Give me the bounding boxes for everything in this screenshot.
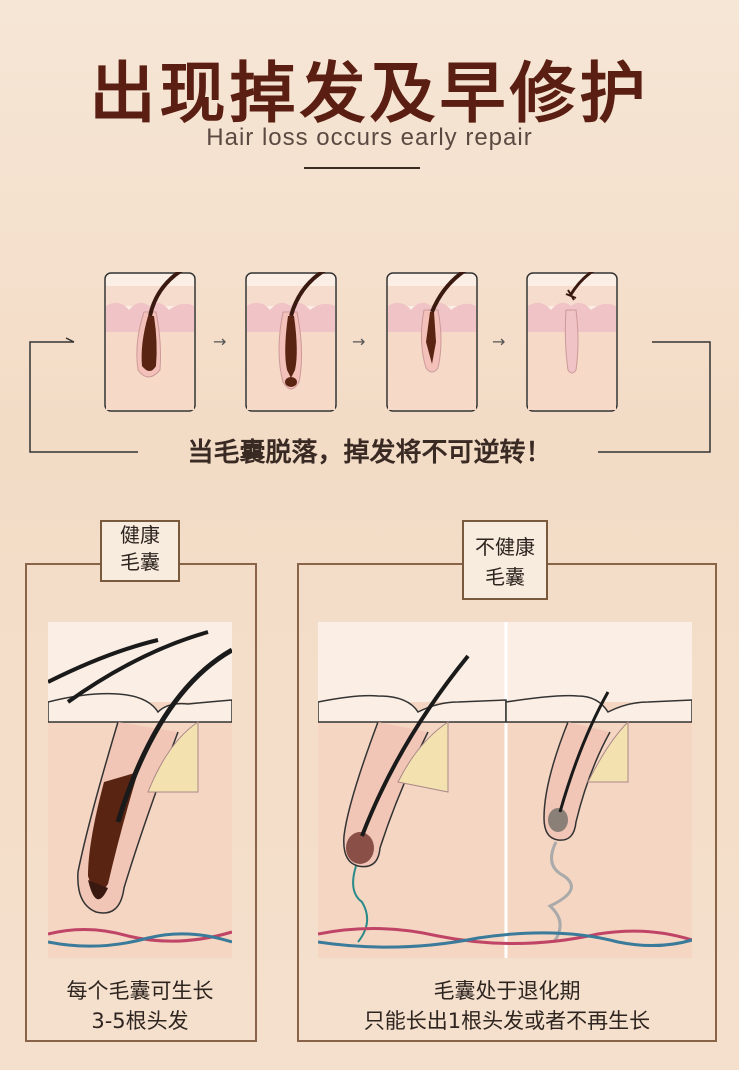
warning-text: 当毛囊脱落，掉发将不可逆转！ — [187, 438, 552, 468]
unhealthy-follicle-illustration — [318, 622, 692, 958]
healthy-follicle-illustration — [48, 622, 232, 958]
page-subtitle: Hair loss occurs early repair — [206, 124, 533, 151]
stage-4-follicle-illustration — [526, 272, 618, 412]
unhealthy-caption-line2: 只能长出1根头发或者不再生长 — [363, 1009, 651, 1033]
stage-1-follicle-illustration — [104, 272, 196, 412]
unhealthy-label: 不健康 毛囊 — [462, 520, 548, 600]
healthy-caption-line1: 每个毛囊可生长 — [66, 979, 214, 1003]
unhealthy-caption: 毛囊处于退化期 只能长出1根头发或者不再生长 — [297, 976, 717, 1036]
healthy-caption-line2: 3-5根头发 — [91, 1009, 189, 1033]
healthy-caption: 每个毛囊可生长 3-5根头发 — [25, 976, 255, 1036]
title-divider — [304, 167, 420, 169]
unhealthy-label-line2: 毛囊 — [485, 565, 525, 589]
unhealthy-caption-line1: 毛囊处于退化期 — [433, 979, 581, 1003]
healthy-label-line2: 毛囊 — [120, 550, 160, 574]
stage-arrow-1: → — [213, 332, 227, 351]
unhealthy-label-line1: 不健康 — [475, 535, 535, 559]
healthy-label-line1: 健康 — [120, 523, 160, 547]
stage-3-follicle-illustration — [386, 272, 478, 412]
stage-connector-lines — [29, 337, 711, 453]
page-title: 出现掉发及早修护 — [89, 54, 650, 132]
stage-arrow-2: → — [352, 332, 366, 351]
healthy-label: 健康 毛囊 — [100, 520, 180, 582]
stage-2-follicle-illustration — [245, 272, 337, 412]
stage-arrow-3: → — [492, 332, 506, 351]
